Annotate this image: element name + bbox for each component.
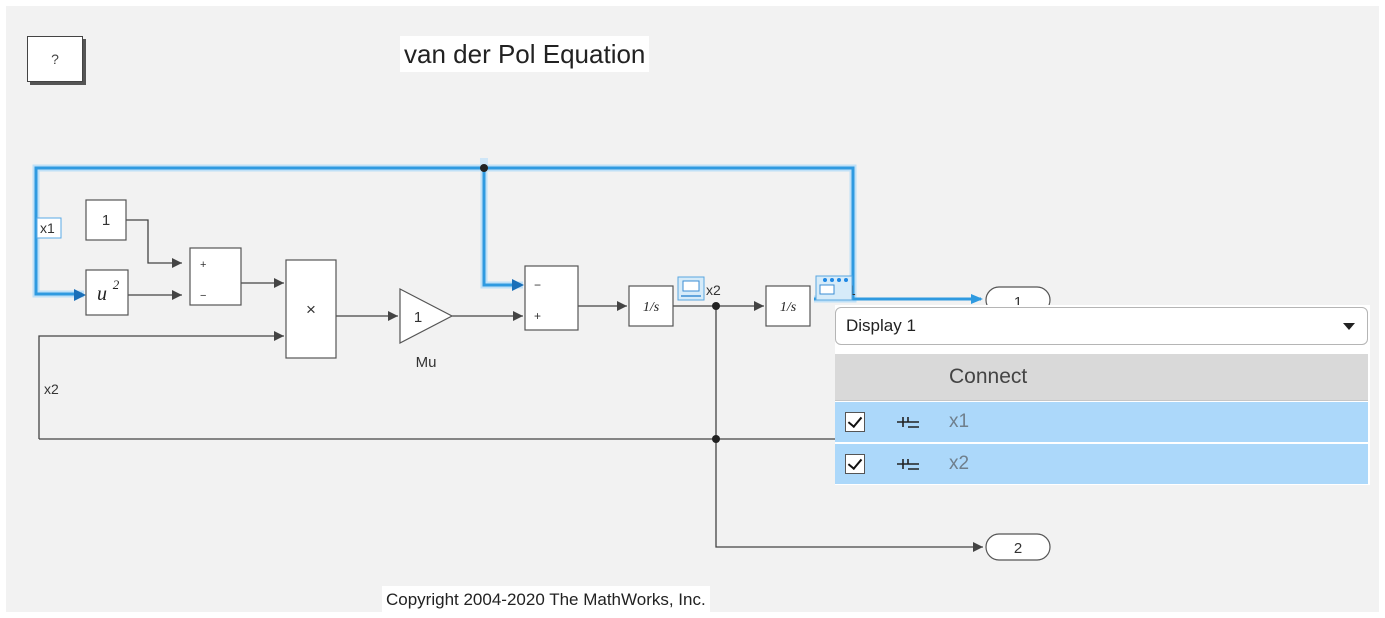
signal-connect-popup: Display 1 Connect x1 x2 [835, 305, 1370, 485]
product-symbol: × [306, 300, 316, 319]
square-function-block[interactable]: u 2 [85, 269, 129, 316]
gain-name: Mu [416, 354, 437, 371]
display-select-dropdown[interactable]: Display 1 [835, 307, 1368, 345]
sum-block-1[interactable]: + − [189, 247, 242, 306]
block-diagram: 1 u 2 + − × 1 Mu − + [32, 158, 1051, 561]
constant-block[interactable]: 1 [85, 199, 127, 241]
x2-mid-label: x2 [706, 282, 721, 298]
signal-line-icon [897, 417, 919, 428]
signal-lines [38, 219, 983, 552]
connect-column-header: Connect [835, 354, 1368, 401]
chevron-down-icon [1343, 323, 1355, 330]
outport-2[interactable]: 2 [985, 533, 1051, 561]
constant-value: 1 [102, 212, 110, 229]
product-block[interactable]: × [285, 259, 337, 359]
svg-text:x1: x1 [40, 220, 55, 236]
signal-x1-name: x1 [949, 411, 970, 432]
integrator-block-1[interactable]: 1/s [628, 285, 674, 327]
sum-block-2[interactable]: − + [524, 265, 579, 331]
signal-row-x2[interactable]: x2 [835, 444, 1368, 484]
gain-block[interactable]: 1 Mu [399, 288, 454, 371]
integrator1-label: 1/s [643, 300, 660, 315]
sum1-sign-top: + [200, 259, 206, 271]
copyright-text: Copyright 2004-2020 The MathWorks, Inc. [382, 586, 710, 614]
signal-viewer-badge-x1[interactable] [815, 275, 853, 301]
help-button[interactable]: ? [27, 36, 83, 82]
square-label: u [97, 283, 107, 305]
outport-1-label: 1 [1014, 294, 1022, 311]
sum1-sign-bottom: − [200, 290, 206, 302]
connect-header-label: Connect [949, 365, 1028, 388]
integrator-block-2[interactable]: 1/s [765, 285, 811, 327]
signal-row-x1[interactable]: x1 [835, 402, 1368, 442]
help-button-label: ? [51, 51, 59, 67]
branch-points [480, 164, 720, 443]
integrator2-label: 1/s [780, 300, 797, 315]
diagram-title: van der Pol Equation [400, 36, 650, 72]
signal-x2-name: x2 [949, 453, 970, 474]
outport-2-label: 2 [1014, 540, 1022, 557]
signal-viewer-badge-x2[interactable] [677, 276, 705, 301]
x1-left-label: x1 [36, 217, 62, 239]
signal-x1-checkbox[interactable] [845, 412, 865, 432]
sum2-sign-top: − [534, 278, 541, 292]
sum2-sign-bottom: + [534, 309, 541, 323]
display-select-value: Display 1 [846, 316, 916, 335]
square-exponent: 2 [113, 277, 120, 292]
signal-line-icon [897, 459, 919, 470]
gain-value: 1 [414, 309, 422, 326]
signal-x2-checkbox[interactable] [845, 454, 865, 474]
x2-bottom-label: x2 [44, 381, 59, 397]
